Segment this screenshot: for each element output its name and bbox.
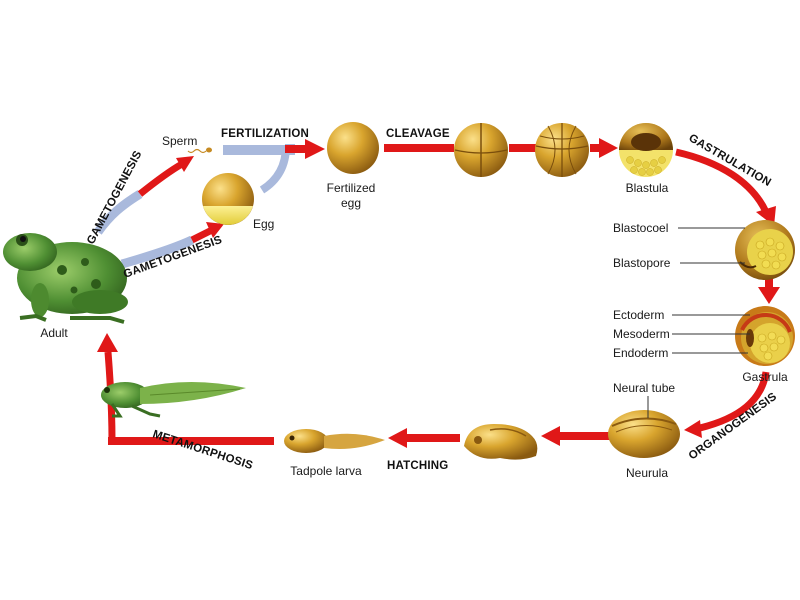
egg-cell — [202, 173, 254, 225]
leader-lines — [647, 227, 750, 418]
cleavage-two-cell — [454, 123, 508, 177]
cycle-arrows — [97, 138, 780, 448]
process-hatching: HATCHING — [387, 460, 448, 472]
process-cleavage: CLEAVAGE — [386, 128, 450, 140]
label-endoderm: Endoderm — [613, 346, 668, 360]
label-fertilized-egg-line2: egg — [341, 196, 361, 210]
label-mesoderm: Mesoderm — [613, 327, 670, 341]
tailbud-embryo — [464, 424, 538, 460]
process-metamorphosis: METAMORPHOSIS — [151, 428, 254, 472]
tadpole-larva — [284, 429, 385, 453]
early-gastrula — [735, 220, 795, 280]
label-blastopore: Blastopore — [613, 256, 671, 270]
label-neurula: Neurula — [626, 466, 668, 480]
label-neural-tube: Neural tube — [613, 381, 675, 395]
cleavage-multi-cell — [535, 123, 589, 177]
label-ectoderm: Ectoderm — [613, 308, 664, 322]
blastula — [619, 123, 673, 177]
neurula — [608, 410, 680, 458]
label-gastrula: Gastrula — [742, 370, 788, 384]
label-egg: Egg — [253, 217, 274, 231]
adult-frog — [3, 233, 128, 324]
froglet — [101, 382, 246, 418]
sperm-cell — [187, 147, 212, 154]
label-blastocoel: Blastocoel — [613, 221, 668, 235]
process-fertilization: FERTILIZATION — [221, 128, 309, 140]
label-tadpole-larva: Tadpole larva — [290, 464, 362, 478]
label-blastula: Blastula — [626, 181, 669, 195]
label-fertilized-egg-line1: Fertilized — [327, 181, 376, 195]
label-adult: Adult — [40, 326, 68, 340]
label-sperm: Sperm — [162, 134, 197, 148]
fertilized-egg — [327, 122, 379, 174]
gastrula — [735, 306, 795, 366]
